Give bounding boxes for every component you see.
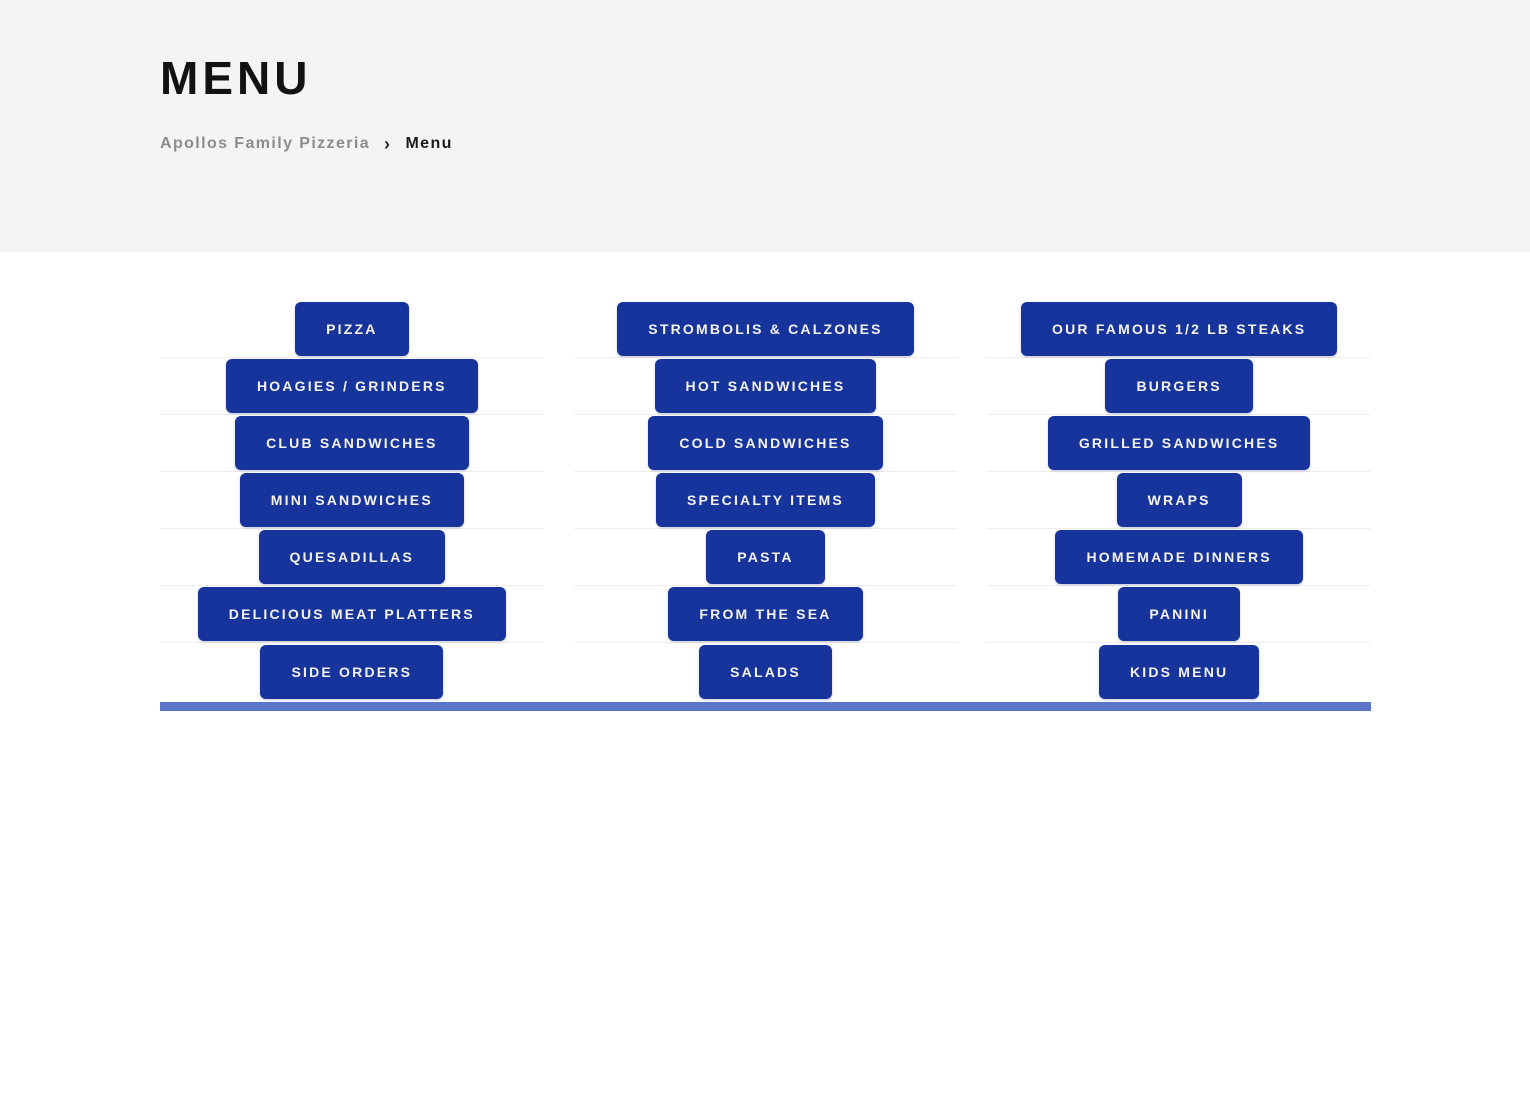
category-button-cold-sandwiches[interactable]: COLD SANDWICHES <box>648 416 883 470</box>
category-button-strombolis-calzones[interactable]: STROMBOLIS & CALZONES <box>617 302 914 356</box>
menu-row: PASTA <box>573 529 958 586</box>
category-button-kids-menu[interactable]: KIDS MENU <box>1098 644 1260 699</box>
menu-row: MINI SANDWICHES <box>160 472 544 529</box>
menu-row: FROM THE SEA <box>573 586 958 643</box>
category-button-panini[interactable]: PANINI <box>1118 587 1240 641</box>
menu-column-1: PIZZA HOAGIES / GRINDERS CLUB SANDWICHES… <box>160 301 544 700</box>
menu-category-grid: PIZZA HOAGIES / GRINDERS CLUB SANDWICHES… <box>160 301 1371 711</box>
menu-row: WRAPS <box>987 472 1371 529</box>
category-button-famous-half-lb-steaks[interactable]: OUR FAMOUS 1/2 LB STEAKS <box>1021 302 1338 356</box>
category-button-burgers[interactable]: BURGERS <box>1105 359 1253 413</box>
page-title: MENU <box>160 52 312 104</box>
menu-column-3: OUR FAMOUS 1/2 LB STEAKS BURGERS GRILLED… <box>987 301 1371 700</box>
menu-column-2: STROMBOLIS & CALZONES HOT SANDWICHES COL… <box>573 301 958 700</box>
page-header: MENU Apollos Family Pizzeria › Menu <box>0 0 1530 252</box>
category-button-hot-sandwiches[interactable]: HOT SANDWICHES <box>654 359 877 413</box>
category-button-homemade-dinners[interactable]: HOMEMADE DINNERS <box>1055 530 1303 584</box>
menu-row: KIDS MENU <box>987 643 1371 700</box>
category-button-mini-sandwiches[interactable]: MINI SANDWICHES <box>239 473 464 527</box>
category-button-hoagies-grinders[interactable]: HOAGIES / GRINDERS <box>225 359 478 413</box>
category-button-pasta[interactable]: PASTA <box>706 530 825 584</box>
category-button-club-sandwiches[interactable]: CLUB SANDWICHES <box>235 416 469 470</box>
category-button-grilled-sandwiches[interactable]: GRILLED SANDWICHES <box>1047 416 1311 470</box>
category-button-salads[interactable]: SALADS <box>699 644 832 699</box>
menu-row: HOAGIES / GRINDERS <box>160 358 544 415</box>
menu-row: SALADS <box>574 643 958 700</box>
menu-row: GRILLED SANDWICHES <box>987 415 1371 472</box>
menu-row: CLUB SANDWICHES <box>160 415 544 472</box>
category-button-from-the-sea[interactable]: FROM THE SEA <box>668 587 863 641</box>
category-button-delicious-meat-platters[interactable]: DELICIOUS MEAT PLATTERS <box>197 587 506 641</box>
breadcrumb-current: Menu <box>405 135 453 152</box>
menu-row: COLD SANDWICHES <box>573 415 958 472</box>
menu-row: PANINI <box>987 586 1371 643</box>
menu-row: HOT SANDWICHES <box>573 358 958 415</box>
menu-row: BURGERS <box>987 358 1371 415</box>
chevron-right-icon: › <box>384 134 392 154</box>
menu-row: SIDE ORDERS <box>160 643 544 700</box>
category-button-side-orders[interactable]: SIDE ORDERS <box>260 644 444 699</box>
menu-row: OUR FAMOUS 1/2 LB STEAKS <box>987 301 1371 358</box>
menu-row: DELICIOUS MEAT PLATTERS <box>160 586 544 643</box>
accent-divider-bar <box>160 702 1371 711</box>
category-button-specialty-items[interactable]: SPECIALTY ITEMS <box>656 473 875 527</box>
category-button-quesadillas[interactable]: QUESADILLAS <box>258 530 446 584</box>
menu-row: QUESADILLAS <box>160 529 544 586</box>
breadcrumb: Apollos Family Pizzeria › Menu <box>160 135 1370 153</box>
breadcrumb-home-link[interactable]: Apollos Family Pizzeria <box>160 135 371 152</box>
category-button-wraps[interactable]: WRAPS <box>1116 473 1242 527</box>
menu-row: HOMEMADE DINNERS <box>987 529 1371 586</box>
menu-row: PIZZA <box>160 301 544 358</box>
menu-row: STROMBOLIS & CALZONES <box>573 301 958 358</box>
menu-row: SPECIALTY ITEMS <box>573 472 958 529</box>
category-button-pizza[interactable]: PIZZA <box>295 302 409 356</box>
